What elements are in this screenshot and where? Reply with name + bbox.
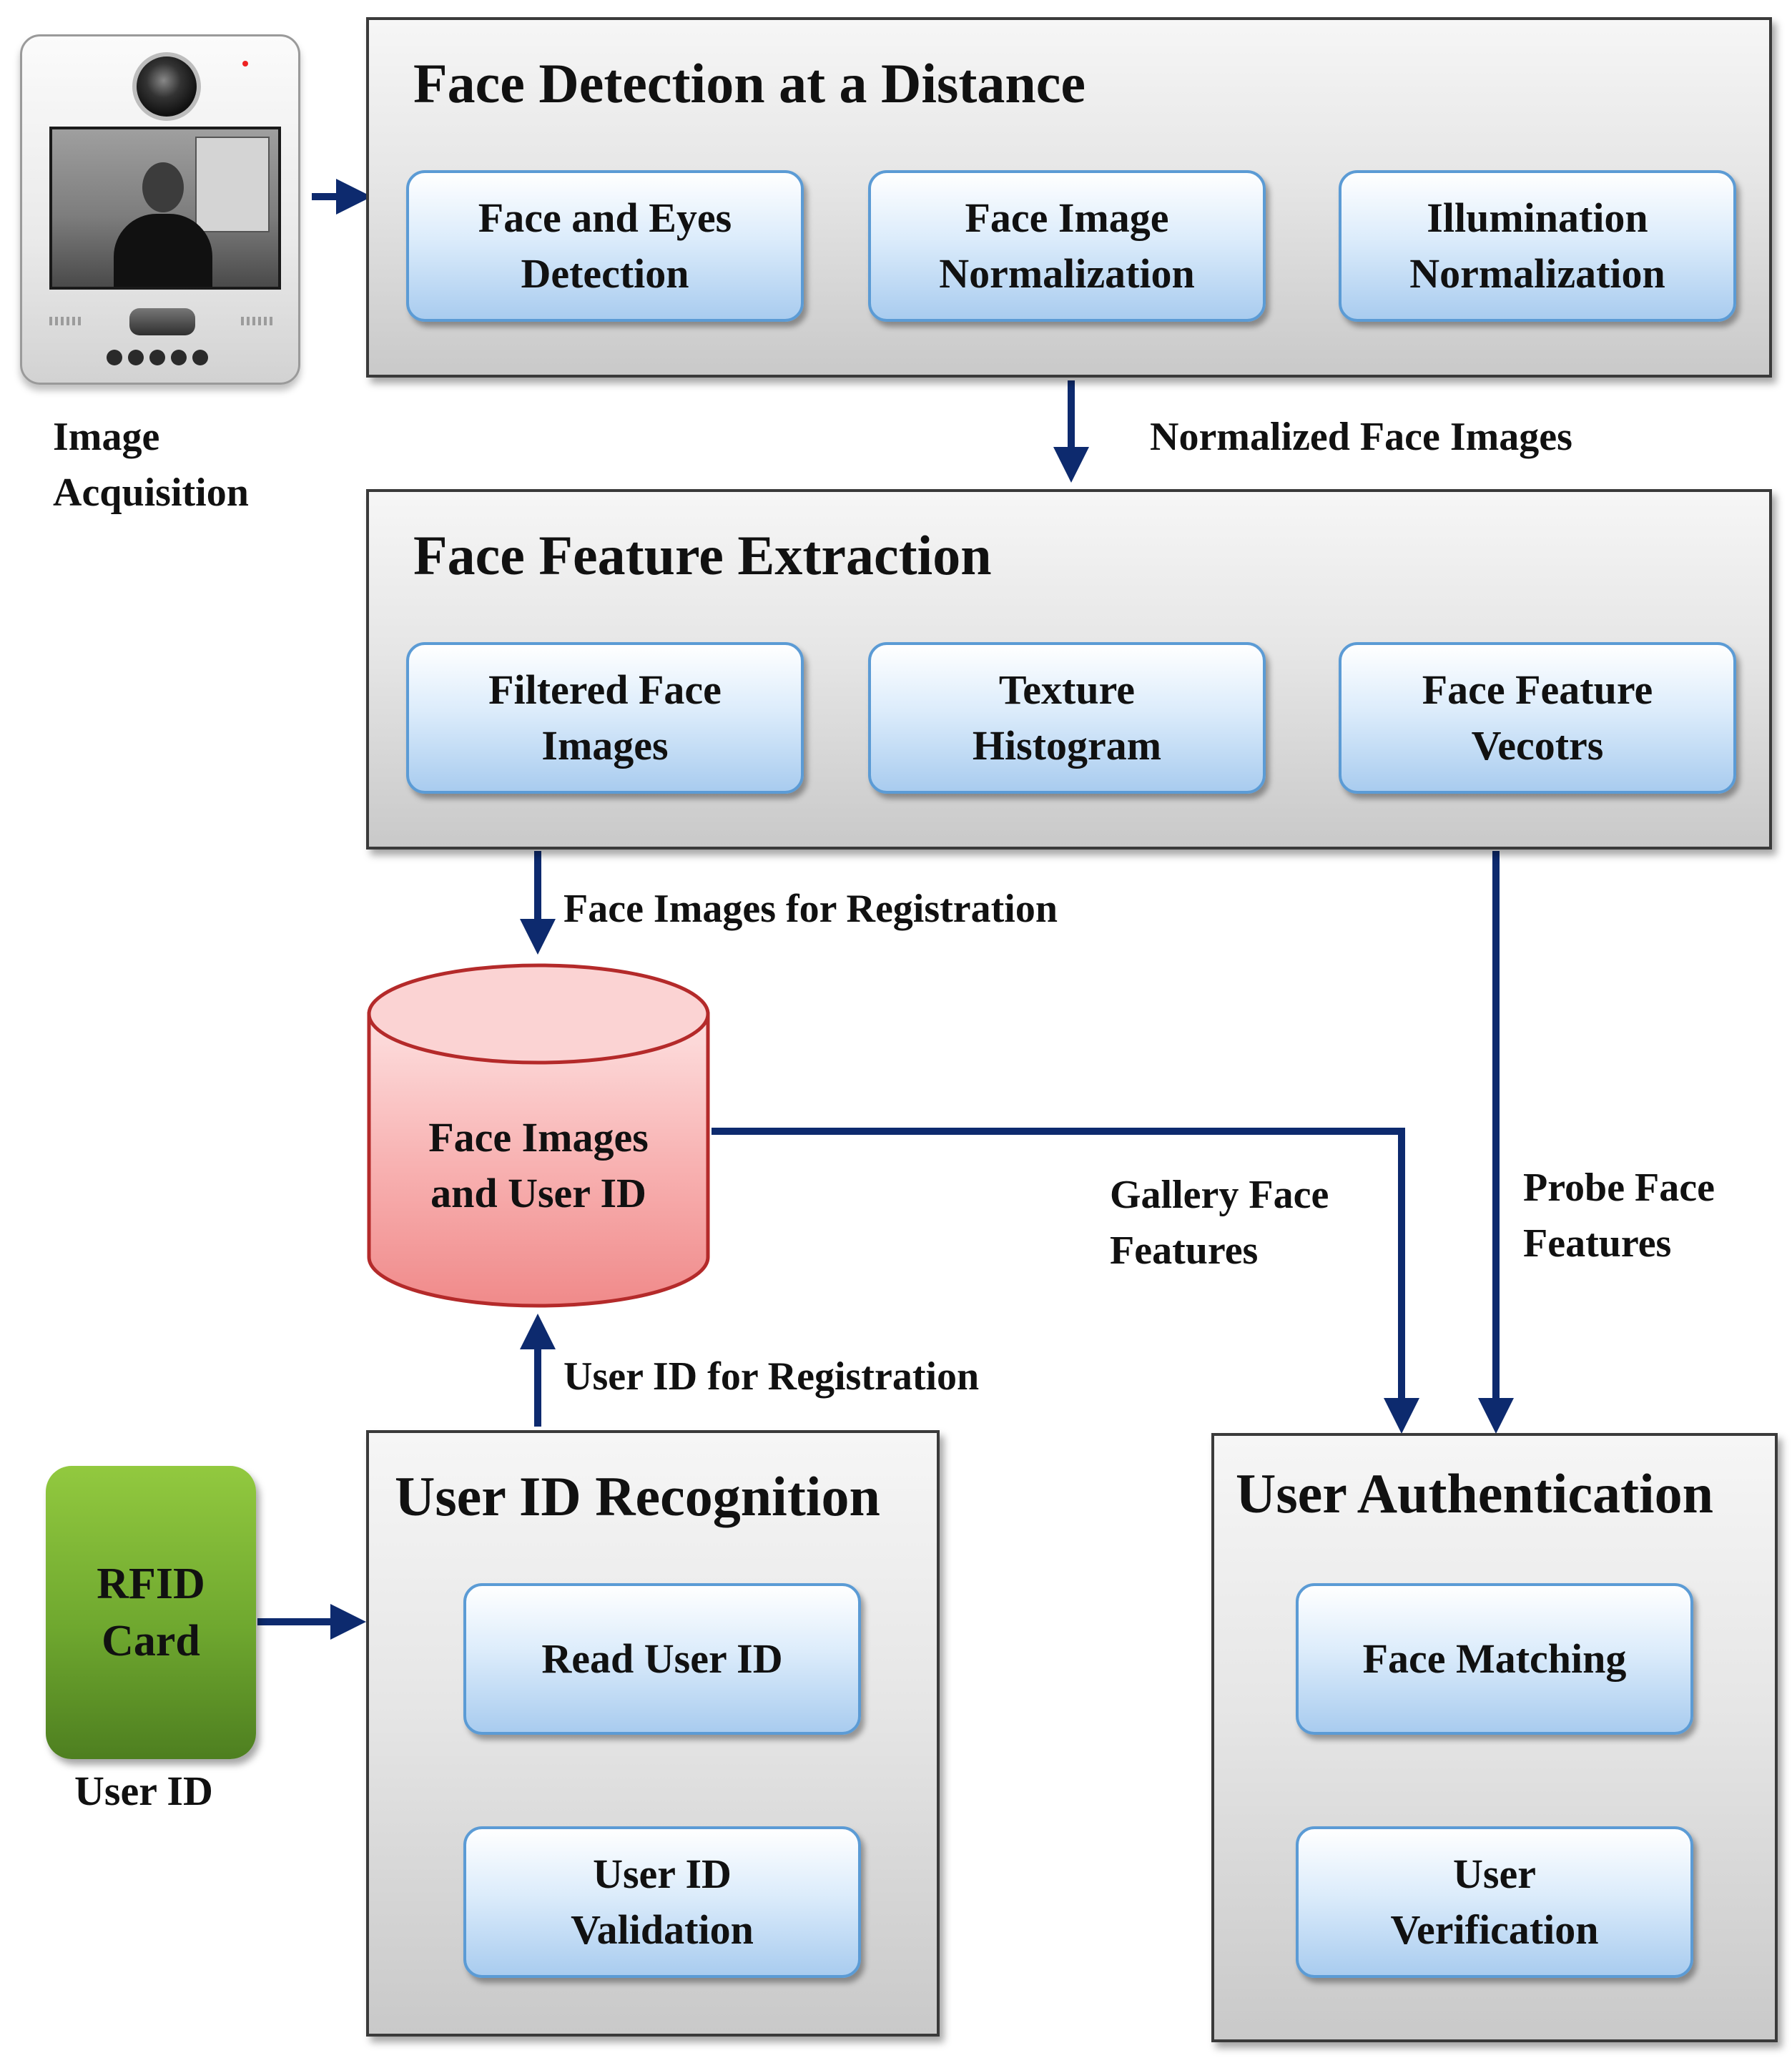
user-id-registration-label: User ID for Registration [563,1354,980,1399]
user-authentication-title: User Authentication [1236,1462,1714,1525]
face-detection-title: Face Detection at a Distance [413,52,1085,114]
face-camera-terminal-icon [20,34,300,385]
face-images-registration-label: Face Images for Registration [563,887,1058,931]
rfid-card-icon: RFID Card [46,1466,256,1759]
user-id-recognition-title: User ID Recognition [395,1465,880,1527]
device-screen [49,127,281,290]
status-led [242,61,248,67]
speaker-grille-left [49,317,84,325]
image-acquisition-label: Image Acquisition [53,415,249,515]
person-head [142,162,184,212]
database-label: Face Images and User ID [428,1114,649,1216]
keypad-dot [128,350,144,365]
face-detection-panel: Face Detection at a Distance Face and Ey… [366,17,1772,378]
face-matching-step: Face Matching [1296,1583,1693,1735]
database-cylinder-icon [367,963,710,1308]
keypad-dot [107,350,122,365]
user-id-recognition-panel: User ID Recognition Read User ID User ID… [366,1430,940,2037]
user-id-caption: User ID [74,1768,213,1814]
read-user-id-step: Read User ID [463,1583,861,1735]
camera-lens [132,52,201,121]
speaker-grille-right [241,317,275,325]
arrow-gallery-to-authentication [712,1128,1419,1434]
keypad-dot [149,350,165,365]
keypad-dot [192,350,208,365]
keypad-dot [171,350,187,365]
card-reader-slot [129,308,195,335]
gallery-face-features-label: Gallery Face Features [1110,1173,1329,1273]
person-body [114,214,212,287]
normalized-face-images-label: Normalized Face Images [1150,415,1572,459]
probe-face-features-label: Probe Face Features [1523,1166,1715,1266]
face-feature-extraction-title: Face Feature Extraction [413,524,992,586]
